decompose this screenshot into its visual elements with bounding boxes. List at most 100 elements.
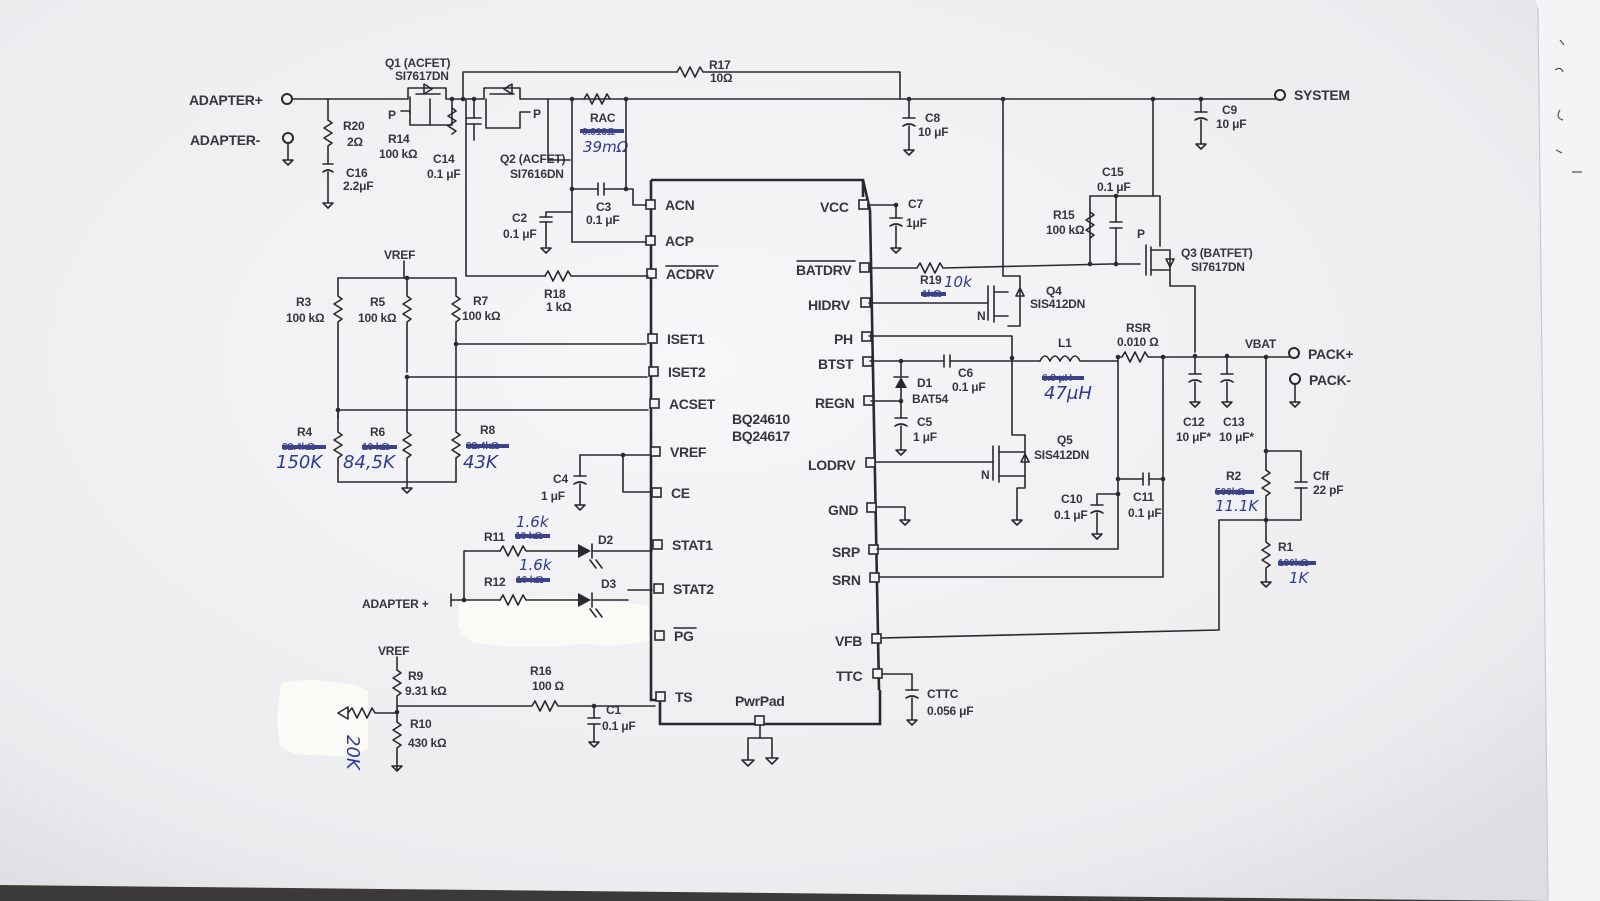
q2-ref-label: Q2 (ACFET) — [500, 152, 566, 166]
d2-ref-label: D2 — [598, 533, 613, 547]
adapter-minus-label: ADAPTER- — [190, 132, 261, 148]
c6-val-label: 0.1 μF — [952, 380, 986, 394]
c14-val-label: 0.1 μF — [427, 167, 461, 181]
pin-lodrv: LODRV — [808, 457, 856, 473]
ic-name-1: BQ24610 — [732, 411, 790, 427]
pin-ce: CE — [671, 485, 690, 501]
pin-stat1: STAT1 — [672, 537, 713, 553]
pin-acdrv: ACDRV — [666, 266, 715, 282]
correction-fluid-thermistor — [277, 680, 368, 757]
adapter-plus-terminal — [281, 93, 293, 105]
correction-fluid-pg — [458, 597, 652, 647]
pack-plus-terminal — [1288, 347, 1300, 359]
pack-plus-label: PACK+ — [1308, 346, 1353, 362]
iset-divider-network: VREF R3 100 kΩ R5 100 kΩ R7 100 kΩ R4 32… — [276, 248, 649, 494]
paper-sheet — [0, 0, 1548, 901]
vbat-label: VBAT — [1245, 337, 1277, 351]
r15-val-label: 100 kΩ — [1046, 223, 1085, 237]
r14-val-label: 100 kΩ — [379, 147, 418, 161]
r8-handwritten: 43K — [463, 452, 499, 473]
c7-val-label: 1μF — [906, 216, 927, 230]
c3-ref-label: C3 — [596, 200, 611, 214]
r2-ref-label: R2 — [1226, 469, 1241, 483]
system-terminal — [1274, 89, 1286, 101]
c15-ref-label: C15 — [1102, 165, 1124, 179]
cff-ref-label: Cff — [1313, 469, 1330, 483]
pin-vref: VREF — [670, 444, 707, 460]
c9-ref-label: C9 — [1222, 103, 1237, 117]
ts-thermistor-network: VREF R9 9.31 kΩ R10 430 kΩ 20K R16 100 Ω… — [337, 644, 656, 772]
pack-minus-label: PACK- — [1309, 372, 1351, 388]
c9-val-label: 10 μF — [1216, 117, 1246, 131]
r10-val-label: 430 kΩ — [408, 736, 447, 750]
adapter-minus-terminal — [282, 132, 294, 144]
c14-ref-label: C14 — [433, 152, 455, 166]
system-label: SYSTEM — [1294, 87, 1350, 103]
r11-handwritten: 1.6k — [516, 513, 550, 531]
r3-ref-label: R3 — [296, 295, 311, 309]
cff-val-label: 22 pF — [1313, 483, 1343, 497]
r15-ref-label: R15 — [1053, 208, 1075, 222]
q3-part-label: SI7617DN — [1191, 260, 1245, 274]
pin-acn: ACN — [665, 197, 695, 213]
input-section: ADAPTER+ ADAPTER- R20 2Ω C16 2.2μF Q1 (A… — [189, 56, 1350, 314]
left-pins: ACN ACP ACDRV ISET1 ISET2 ACSET VREF CE … — [645, 197, 719, 705]
pin-pg: PG — [674, 628, 694, 644]
r16-val-label: 100 Ω — [532, 679, 565, 693]
c13-ref-label: C13 — [1223, 415, 1245, 429]
c4-ref-label: C4 — [553, 472, 568, 486]
ic-pad-label: PwrPad — [735, 693, 785, 709]
q5-ref-label: Q5 — [1057, 433, 1073, 447]
r20-val-label: 2Ω — [347, 135, 363, 149]
r12-handwritten: 1.6k — [519, 556, 553, 574]
c11-val-label: 0.1 μF — [1128, 506, 1162, 520]
r7-val-label: 100 kΩ — [462, 309, 501, 323]
pin-ttc: TTC — [836, 668, 863, 684]
l1-handwritten: 47μH — [1044, 383, 1092, 404]
pin-acp: ACP — [665, 233, 694, 249]
pin-hidrv: HIDRV — [808, 297, 851, 313]
c10-val-label: 0.1 μF — [1054, 508, 1088, 522]
vref-top-label: VREF — [384, 248, 415, 262]
c2-val-label: 0.1 μF — [503, 227, 537, 241]
r18-ref-label: R18 — [544, 287, 566, 301]
pin-acset: ACSET — [669, 396, 716, 412]
status-led-network: ADAPTER + D2 D3 R11 10 kΩ 1.6k R12 10 kΩ… — [362, 513, 653, 618]
r3-val-label: 100 kΩ — [286, 311, 325, 325]
cttc-val-label: 0.056 μF — [927, 704, 973, 718]
vref-ce-network: C4 1 μF — [541, 452, 653, 511]
pin-vcc: VCC — [820, 199, 849, 215]
c1-val-label: 0.1 μF — [602, 719, 636, 733]
c15-val-label: 0.1 μF — [1097, 180, 1131, 194]
c1-ref-label: C1 — [606, 703, 621, 717]
r18-val-label: 1 kΩ — [546, 300, 572, 314]
r8-ref-label: R8 — [480, 423, 495, 437]
pin-stat2: STAT2 — [673, 581, 714, 597]
d1-part-label: BAT54 — [912, 392, 949, 406]
schematic-text: P — [533, 107, 541, 121]
adapter-plus-label: ADAPTER+ — [189, 92, 263, 108]
power-stage: R19 1kΩ 10k P Q3 (BATFET) SI7617DN C15 0… — [868, 96, 1354, 726]
r17-ref-label: R17 — [709, 58, 731, 72]
pin-gnd: GND — [828, 502, 858, 518]
pin-regn: REGN — [815, 395, 854, 411]
c5-val-label: 1 μF — [913, 430, 937, 444]
c13-val-label: 10 μF* — [1219, 430, 1254, 444]
r7-ref-label: R7 — [473, 294, 488, 308]
c12-ref-label: C12 — [1183, 415, 1205, 429]
c10-ref-label: C10 — [1061, 492, 1083, 506]
adapter-plus-2-label: ADAPTER + — [362, 597, 429, 611]
rac-ref-label: RAC — [590, 111, 616, 125]
q2-part-label: SI7616DN — [510, 167, 564, 181]
q4-ref-label: Q4 — [1046, 284, 1062, 298]
right-pins: VCC BATDRV HIDRV PH BTST REGN LODRV GND … — [796, 199, 883, 684]
c8-ref-label: C8 — [925, 111, 940, 125]
r12-ref-label: R12 — [484, 575, 506, 589]
ic-name-2: BQ24617 — [732, 428, 790, 444]
r1-handwritten: 1K — [1289, 569, 1310, 587]
r5-ref-label: R5 — [370, 295, 385, 309]
r19-ref-label: R19 — [920, 273, 942, 287]
schematic-text: P — [1137, 227, 1145, 241]
